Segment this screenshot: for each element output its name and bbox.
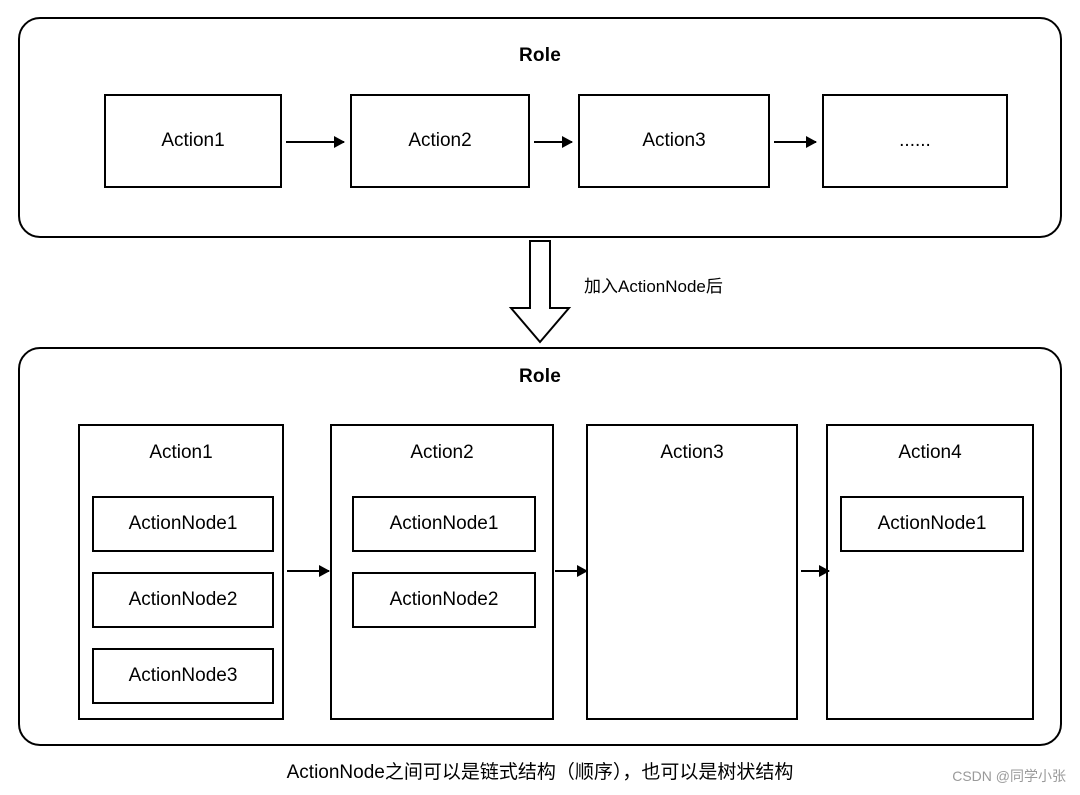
- action-label: Action3: [642, 130, 706, 151]
- action-label: Action2: [408, 130, 472, 151]
- action-label: Action1: [149, 442, 213, 463]
- action-container-2: Action2 ActionNode1 ActionNode2: [330, 424, 554, 720]
- arrow-right-icon: [534, 136, 573, 148]
- block-down-arrow-icon: [508, 240, 572, 344]
- diagram-caption: ActionNode之间可以是链式结构（顺序），也可以是树状结构: [286, 762, 794, 783]
- transition-label: 加入ActionNode后: [584, 277, 723, 296]
- action-label: Action3: [660, 442, 724, 463]
- action-box-top-3: Action3: [578, 94, 770, 188]
- action-label: Action1: [161, 130, 225, 151]
- role-title-bottom: Role: [519, 366, 561, 387]
- action-box-top-2: Action2: [350, 94, 530, 188]
- action-container-1: Action1 ActionNode1 ActionNode2 ActionNo…: [78, 424, 284, 720]
- action-label: Action2: [410, 442, 474, 463]
- watermark-label: CSDN @同学小张: [952, 768, 1066, 784]
- action-label: Action4: [898, 442, 962, 463]
- action-container-3: Action3: [586, 424, 798, 720]
- action-node-box: ActionNode2: [352, 572, 536, 628]
- arrow-right-icon: [774, 136, 817, 148]
- arrow-right-icon: [801, 565, 830, 577]
- action-node-box: ActionNode3: [92, 648, 274, 704]
- action-box-top-1: Action1: [104, 94, 282, 188]
- action-node-box: ActionNode1: [840, 496, 1024, 552]
- action-node-box: ActionNode2: [92, 572, 274, 628]
- action-box-top-4: ......: [822, 94, 1008, 188]
- arrow-right-icon: [286, 136, 345, 148]
- role-title-top: Role: [519, 45, 561, 66]
- arrow-right-icon: [287, 565, 330, 577]
- arrow-right-icon: [555, 565, 588, 577]
- action-node-box: ActionNode1: [92, 496, 274, 552]
- action-label: ......: [899, 130, 931, 151]
- action-container-4: Action4 ActionNode1: [826, 424, 1034, 720]
- action-node-box: ActionNode1: [352, 496, 536, 552]
